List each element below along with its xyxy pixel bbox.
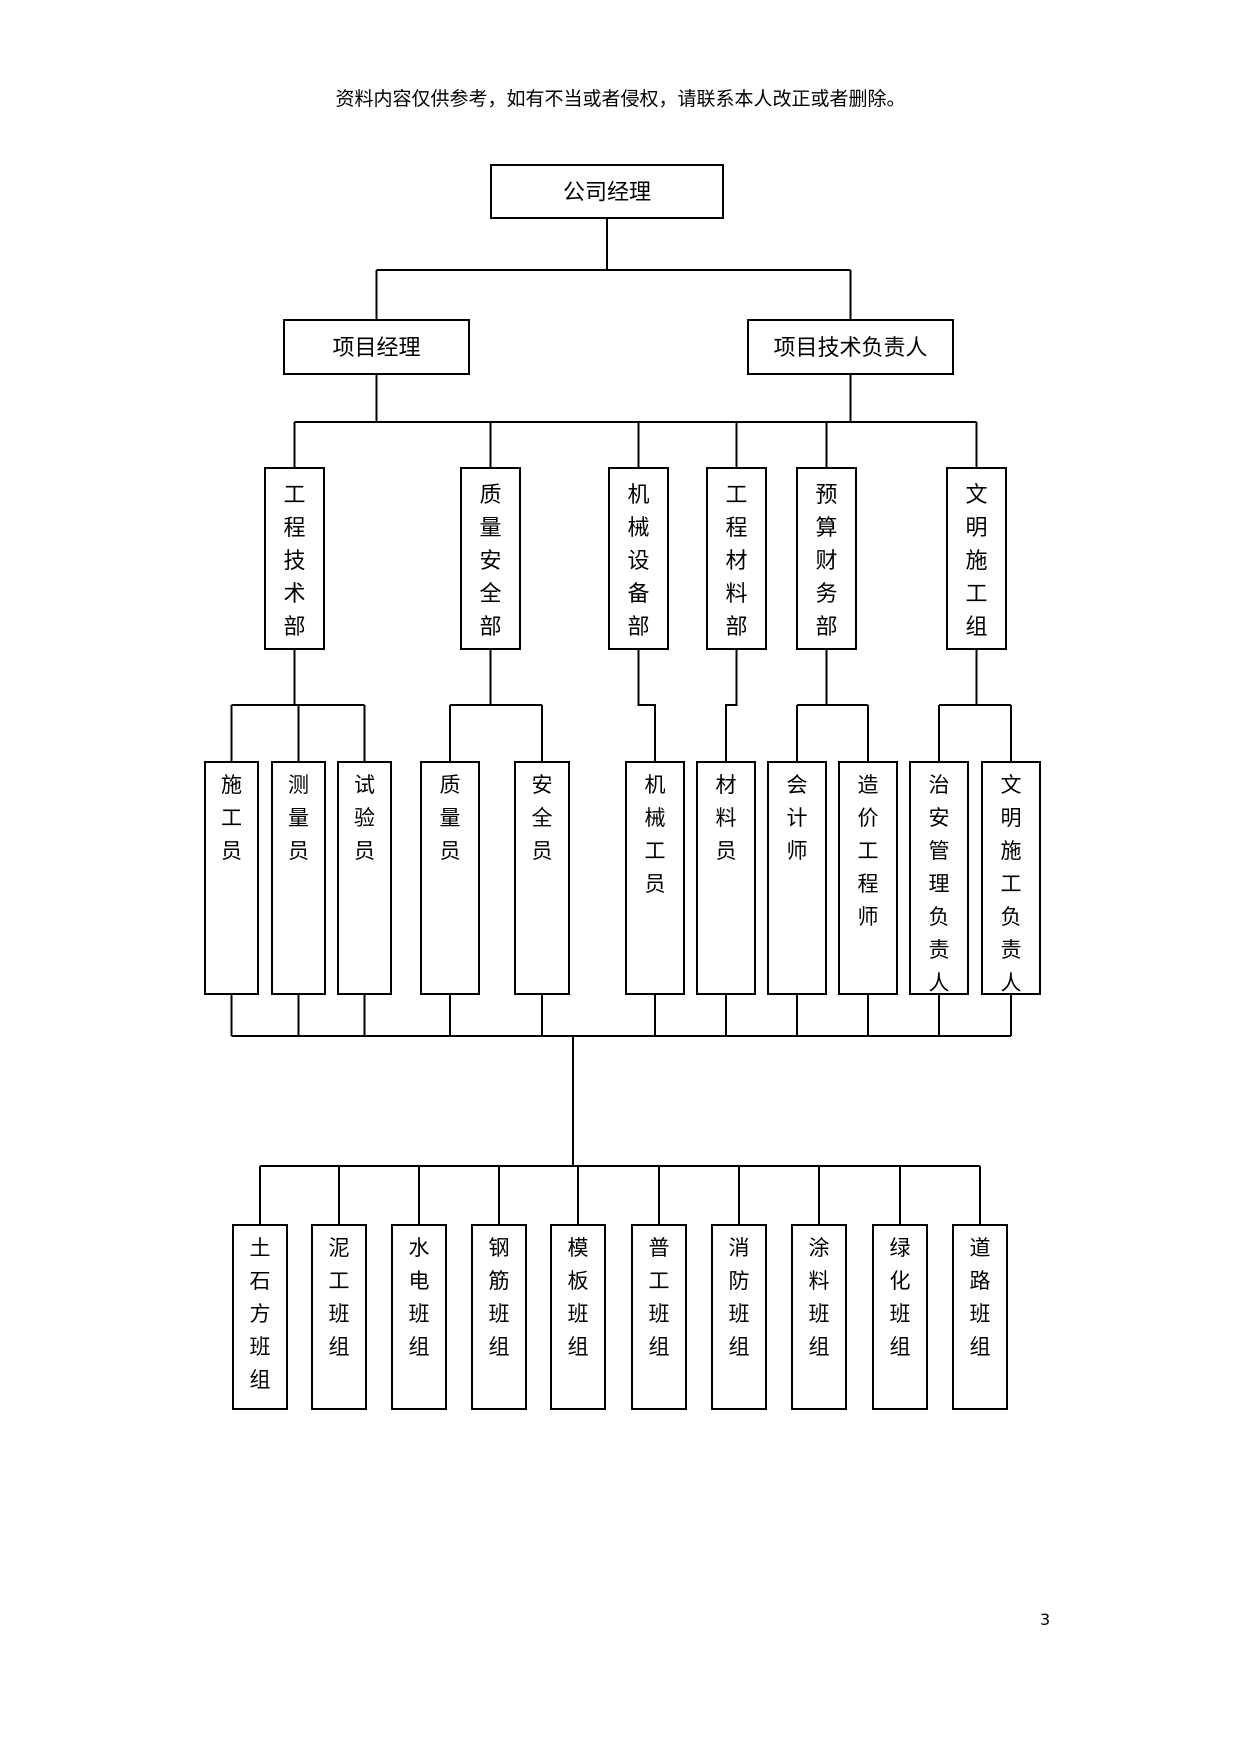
box-department-2: 质量安全部: [460, 467, 521, 650]
box-staff-5-frame: [514, 761, 570, 995]
connector-department-3-to-staff: [637, 649, 656, 762]
box-staff-9: 造价工程师: [838, 761, 898, 995]
chart-connectors: [230, 218, 1012, 1225]
box-team-7: 消防班组: [711, 1224, 767, 1410]
box-technical-lead: 项目技术负责人: [747, 319, 954, 375]
box-department-2-label: 质量安全部: [479, 483, 501, 640]
box-team-10: 道路班组: [952, 1224, 1008, 1410]
connector-department-4-to-staff: [725, 649, 738, 762]
box-department-2-frame: [460, 467, 521, 650]
box-department-6-frame: [946, 467, 1007, 650]
box-team-6: 普工班组: [631, 1224, 687, 1410]
box-team-6-label: 普工班组: [649, 1236, 670, 1359]
box-staff-3: 试验员: [337, 761, 392, 995]
box-staff-4: 质量员: [420, 761, 480, 995]
box-project-manager: 项目经理: [283, 319, 470, 375]
box-team-10-label: 道路班组: [970, 1236, 991, 1359]
box-technical-lead-label: 项目技术负责人: [773, 336, 927, 361]
box-team-4: 钢筋班组: [471, 1224, 527, 1410]
box-staff-10: 治安管理负责人: [909, 761, 969, 995]
box-staff-4-frame: [420, 761, 480, 995]
box-staff-1-label: 施工员: [221, 773, 242, 863]
box-team-9: 绿化班组: [872, 1224, 928, 1410]
box-department-6-label: 文明施工组: [965, 483, 987, 640]
box-staff-9-frame: [838, 761, 898, 995]
box-staff-4-label: 质量员: [440, 773, 461, 863]
box-team-1: 土石方班组: [232, 1224, 288, 1410]
box-department-5-frame: [796, 467, 857, 650]
box-team-1-frame: [232, 1224, 288, 1410]
box-company-manager: 公司经理: [490, 164, 724, 219]
box-company-manager-label: 公司经理: [563, 180, 651, 205]
box-staff-10-frame: [909, 761, 969, 995]
box-department-1: 工程技术部: [264, 467, 325, 650]
box-staff-7-label: 材料员: [716, 773, 737, 863]
box-staff-11-frame: [981, 761, 1041, 995]
box-staff-3-label: 试验员: [354, 773, 375, 863]
box-team-4-frame: [471, 1224, 527, 1410]
box-team-1-label: 土石方班组: [250, 1236, 271, 1392]
box-team-2: 泥工班组: [311, 1224, 367, 1410]
box-department-3: 机械设备部: [608, 467, 669, 650]
box-department-6: 文明施工组: [946, 467, 1007, 650]
box-staff-2-label: 测量员: [288, 773, 309, 863]
box-staff-6: 机械工员: [625, 761, 685, 995]
box-staff-1-frame: [204, 761, 259, 995]
box-staff-5-label: 安全员: [532, 773, 553, 863]
box-project-manager-frame: [283, 319, 470, 375]
box-team-8: 涂料班组: [791, 1224, 847, 1410]
box-team-5: 模板班组: [550, 1224, 606, 1410]
box-department-4-label: 工程材料部: [725, 483, 747, 640]
box-team-3: 水电班组: [391, 1224, 447, 1410]
box-department-1-frame: [264, 467, 325, 650]
box-team-5-label: 模板班组: [568, 1236, 589, 1359]
box-staff-9-label: 造价工程师: [858, 773, 879, 929]
box-staff-8: 会计师: [767, 761, 827, 995]
box-department-1-label: 工程技术部: [283, 483, 305, 640]
box-project-manager-label: 项目经理: [332, 336, 420, 361]
box-team-8-label: 涂料班组: [809, 1236, 830, 1359]
box-team-9-label: 绿化班组: [890, 1236, 911, 1359]
box-team-3-label: 水电班组: [409, 1236, 430, 1359]
page-number: 3: [1040, 1610, 1051, 1629]
box-technical-lead-frame: [747, 319, 954, 375]
box-department-3-frame: [608, 467, 669, 650]
box-staff-11-label: 文明施工负责人: [1001, 773, 1022, 995]
page-header-disclaimer: 资料内容仅供参考，如有不当或者侵权，请联系本人改正或者删除。: [335, 88, 906, 110]
box-staff-8-label: 会计师: [787, 773, 808, 863]
box-team-6-frame: [631, 1224, 687, 1410]
box-staff-2-frame: [271, 761, 326, 995]
box-team-4-label: 钢筋班组: [489, 1236, 510, 1359]
box-team-2-frame: [311, 1224, 367, 1410]
box-staff-3-frame: [337, 761, 392, 995]
box-staff-11: 文明施工负责人: [981, 761, 1041, 995]
box-department-4: 工程材料部: [706, 467, 767, 650]
box-team-7-label: 消防班组: [729, 1236, 750, 1359]
box-department-5: 预算财务部: [796, 467, 857, 650]
box-department-3-label: 机械设备部: [627, 483, 649, 640]
box-staff-2: 测量员: [271, 761, 326, 995]
box-company-manager-frame: [490, 164, 724, 219]
box-department-4-frame: [706, 467, 767, 650]
box-staff-5: 安全员: [514, 761, 570, 995]
box-team-2-label: 泥工班组: [329, 1236, 350, 1359]
box-staff-7: 材料员: [696, 761, 756, 995]
box-staff-10-label: 治安管理负责人: [929, 773, 950, 995]
box-team-9-frame: [872, 1224, 928, 1410]
box-team-7-frame: [711, 1224, 767, 1410]
box-team-10-frame: [952, 1224, 1008, 1410]
box-staff-1: 施工员: [204, 761, 259, 995]
box-staff-7-frame: [696, 761, 756, 995]
box-team-3-frame: [391, 1224, 447, 1410]
box-staff-6-label: 机械工员: [645, 773, 666, 896]
box-department-5-label: 预算财务部: [815, 483, 837, 640]
box-team-5-frame: [550, 1224, 606, 1410]
box-team-8-frame: [791, 1224, 847, 1410]
box-staff-8-frame: [767, 761, 827, 995]
box-staff-6-frame: [625, 761, 685, 995]
